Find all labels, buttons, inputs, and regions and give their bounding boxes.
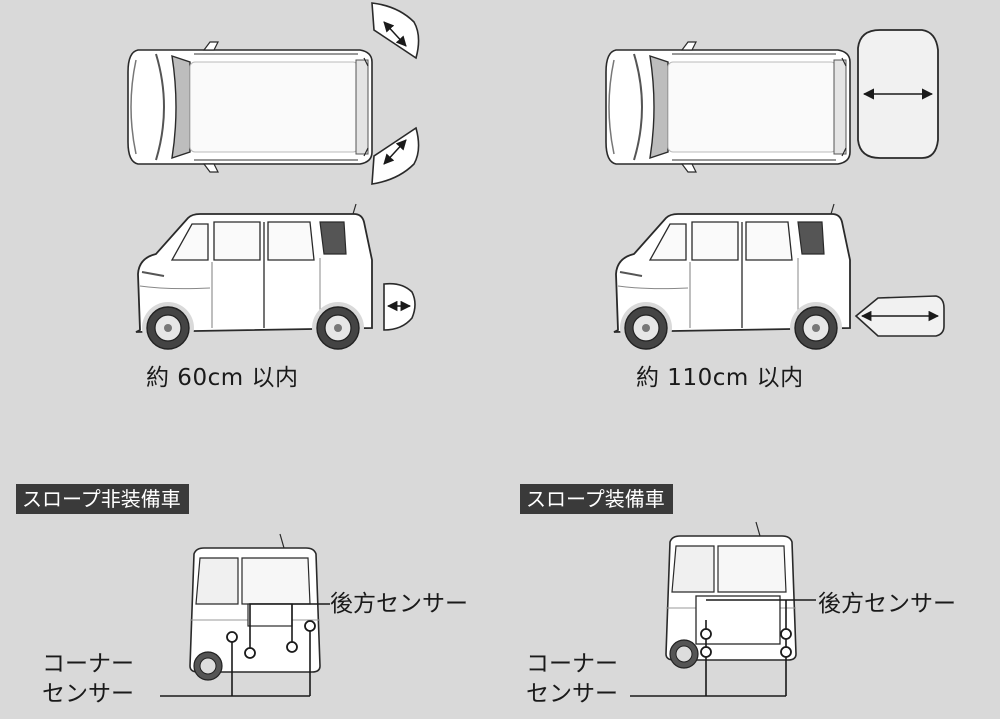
- sensor-markers-with-ramp: [700, 628, 792, 658]
- tag-without-ramp: スロープ非装備車: [16, 484, 189, 514]
- tag-with-ramp: スロープ装備車: [520, 484, 673, 514]
- door-swing-side-left: [383, 282, 416, 331]
- open-door-swing-lower-left: [371, 126, 420, 185]
- side-view-car-left: [135, 203, 373, 355]
- rear-view-car-without-ramp: [189, 533, 321, 681]
- corner-sensor-label-line2-with-ramp: センサー: [526, 681, 618, 707]
- corner-sensor-label-line1-without-ramp: コーナー: [42, 651, 134, 677]
- side-view-car-right: [613, 203, 851, 355]
- top-view-car-left: [127, 41, 373, 173]
- tailgate-swing-side-right: [854, 295, 945, 337]
- corner-sensor-label-line2-without-ramp: センサー: [42, 681, 134, 707]
- corner-sensor-label-line1-with-ramp: コーナー: [526, 651, 618, 677]
- top-view-car-right: [605, 41, 851, 173]
- sensor-markers-without-ramp: [226, 620, 316, 659]
- rear-view-car-with-ramp: [665, 521, 797, 669]
- open-tailgate-swing-top: [857, 29, 939, 159]
- open-door-swing-upper-left: [371, 2, 420, 60]
- rear-sensor-label-with-ramp: 後方センサー: [818, 591, 956, 617]
- rear-sensor-label-without-ramp: 後方センサー: [330, 591, 468, 617]
- caption-60cm: 約 60cm 以内: [146, 365, 299, 391]
- sensor-lines-without-ramp: [160, 603, 330, 697]
- caption-110cm: 約 110cm 以内: [636, 365, 804, 391]
